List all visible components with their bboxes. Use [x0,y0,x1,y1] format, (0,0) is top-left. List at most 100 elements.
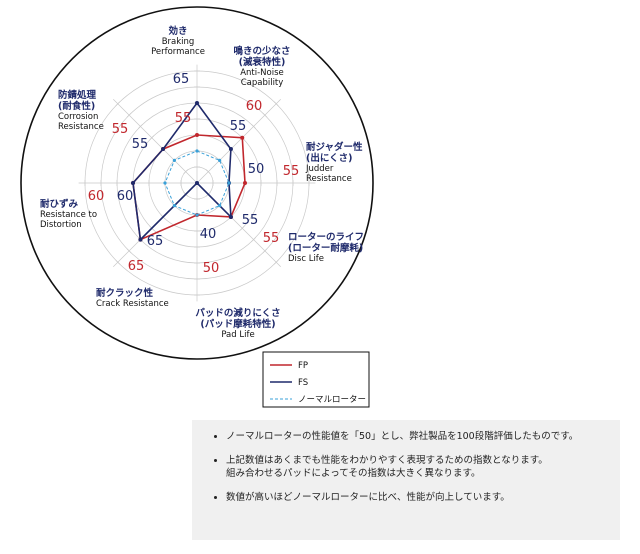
note-line: 組み合わせるパッドによってその指数は大きく異なります。 [226,468,481,479]
fs-value-label: 55 [242,213,259,228]
axis-label-jp: (パッド摩耗特性) [200,318,275,330]
axis-tick [239,225,245,231]
axis-label-jp: 防錆処理 [58,89,97,101]
axis-spoke [196,99,281,184]
fs-value-label: 50 [248,162,265,177]
note-item: 上記数値はあくまでも性能をわかりやすく表現するための指数となります。 組み合わせ… [226,454,608,480]
axis-tick [126,112,132,118]
fs-value-label: 40 [200,227,217,242]
legend-label: FP [298,361,308,371]
axis-label-jp: (滅衰特性) [239,56,286,68]
legend-label: FS [298,378,308,388]
axis-tick [251,124,256,129]
data-point [240,135,245,140]
fp-value-label: 55 [112,122,129,137]
axis-tick [183,169,189,175]
data-point [195,213,199,217]
note-line: 上記数値はあくまでも性能をわかりやすく表現するための指数となります。 [226,455,548,466]
axis-label-en: Resistance [306,174,352,184]
note-line: ノーマルローターの性能値を「50」とし、弊社製品を100段階評価したものです。 [226,431,579,442]
axis-label-en: Braking [162,37,195,47]
axis-label-en: Judder [305,164,334,174]
axis-label-jp: 耐ジャダー性 [306,141,363,153]
data-point [227,181,231,185]
axis-tick [273,101,279,107]
fs-value-label: 55 [132,137,149,152]
fs-value-label: 65 [173,72,190,87]
axis-label-en: Resistance [58,122,104,132]
data-point [243,181,247,185]
data-point [163,181,167,185]
data-point [161,147,166,152]
legend-label: ノーマルローター [298,395,366,405]
note-item: 数値が高いほどノーマルローターに比べ、性能が向上しています。 [226,491,608,504]
notes-list: ノーマルローターの性能値を「50」とし、弊社製品を100段階評価したものです。 … [214,430,608,504]
fp-value-label: 60 [88,189,105,204]
axis-label-en: Distortion [40,220,82,230]
axis-label-en: Capability [241,78,284,88]
fp-value-label: 55 [175,111,192,126]
axis-tick [149,135,155,141]
axis-label-en: Resistance to [40,210,97,220]
axis-label-jp: 鳴きの少なさ [233,45,290,57]
note-line: 数値が高いほどノーマルローターに比べ、性能が向上しています。 [226,492,510,503]
data-point [195,149,199,153]
axis-label-jp: パッドの減りにくさ [195,307,280,319]
axis-tick [251,237,256,242]
axis-label-jp: 耐ひずみ [40,198,79,210]
axis-tick [205,169,211,175]
axis-label-en: Anti-Noise [240,68,284,78]
axis-label-jp: 効き [168,25,187,37]
fs-value-label: 60 [117,189,134,204]
axis-tick [262,248,268,254]
axis-label-en: Pad Life [221,330,254,340]
axis-tick [262,112,268,118]
data-point [195,133,199,137]
legend-box [262,351,370,408]
axis-label: ローターのライフ(ローター耐摩耗)Disc Life [288,231,364,264]
data-point [218,158,222,162]
axis-tick [138,124,143,129]
axis-label-en: Crack Resistance [96,299,169,309]
axis-tick [115,259,121,265]
notes-box: ノーマルローターの性能値を「50」とし、弊社製品を100段階評価したものです。 … [192,420,620,540]
axis-spoke [113,99,198,184]
fp-value-label: 55 [263,231,280,246]
data-point [172,158,176,162]
axis-label: パッドの減りにくさ(パッド摩耗特性)Pad Life [195,307,280,340]
data-point [195,101,199,105]
axis-label-jp: (出にくさ) [306,152,353,164]
fp-value-label: 55 [283,164,300,179]
axis-tick [273,259,279,265]
axis-label-jp: (ローター耐摩耗) [288,242,363,254]
axis-tick [115,101,121,107]
data-point [218,204,222,208]
data-point [138,237,143,242]
fp-value-label: 50 [203,261,220,276]
data-point [195,181,199,185]
axis-label-en: Corrosion [58,112,98,122]
axis-label-jp: ローターのライフ [288,231,364,243]
note-item: ノーマルローターの性能値を「50」とし、弊社製品を100段階評価したものです。 [226,430,608,443]
fs-value-label: 65 [147,234,164,249]
data-point [172,204,176,208]
axis-label-jp: (耐食性) [58,100,95,112]
fs-value-label: 55 [230,119,247,134]
data-point [228,214,233,219]
axis-label-jp: 耐クラック性 [96,287,154,299]
axis-label-en: Disc Life [288,254,324,264]
axis-label-en: Performance [151,47,205,57]
fp-value-label: 60 [246,99,263,114]
data-point [131,181,135,185]
fp-value-label: 65 [128,259,145,274]
axis-tick [126,248,132,254]
data-point [228,147,233,152]
